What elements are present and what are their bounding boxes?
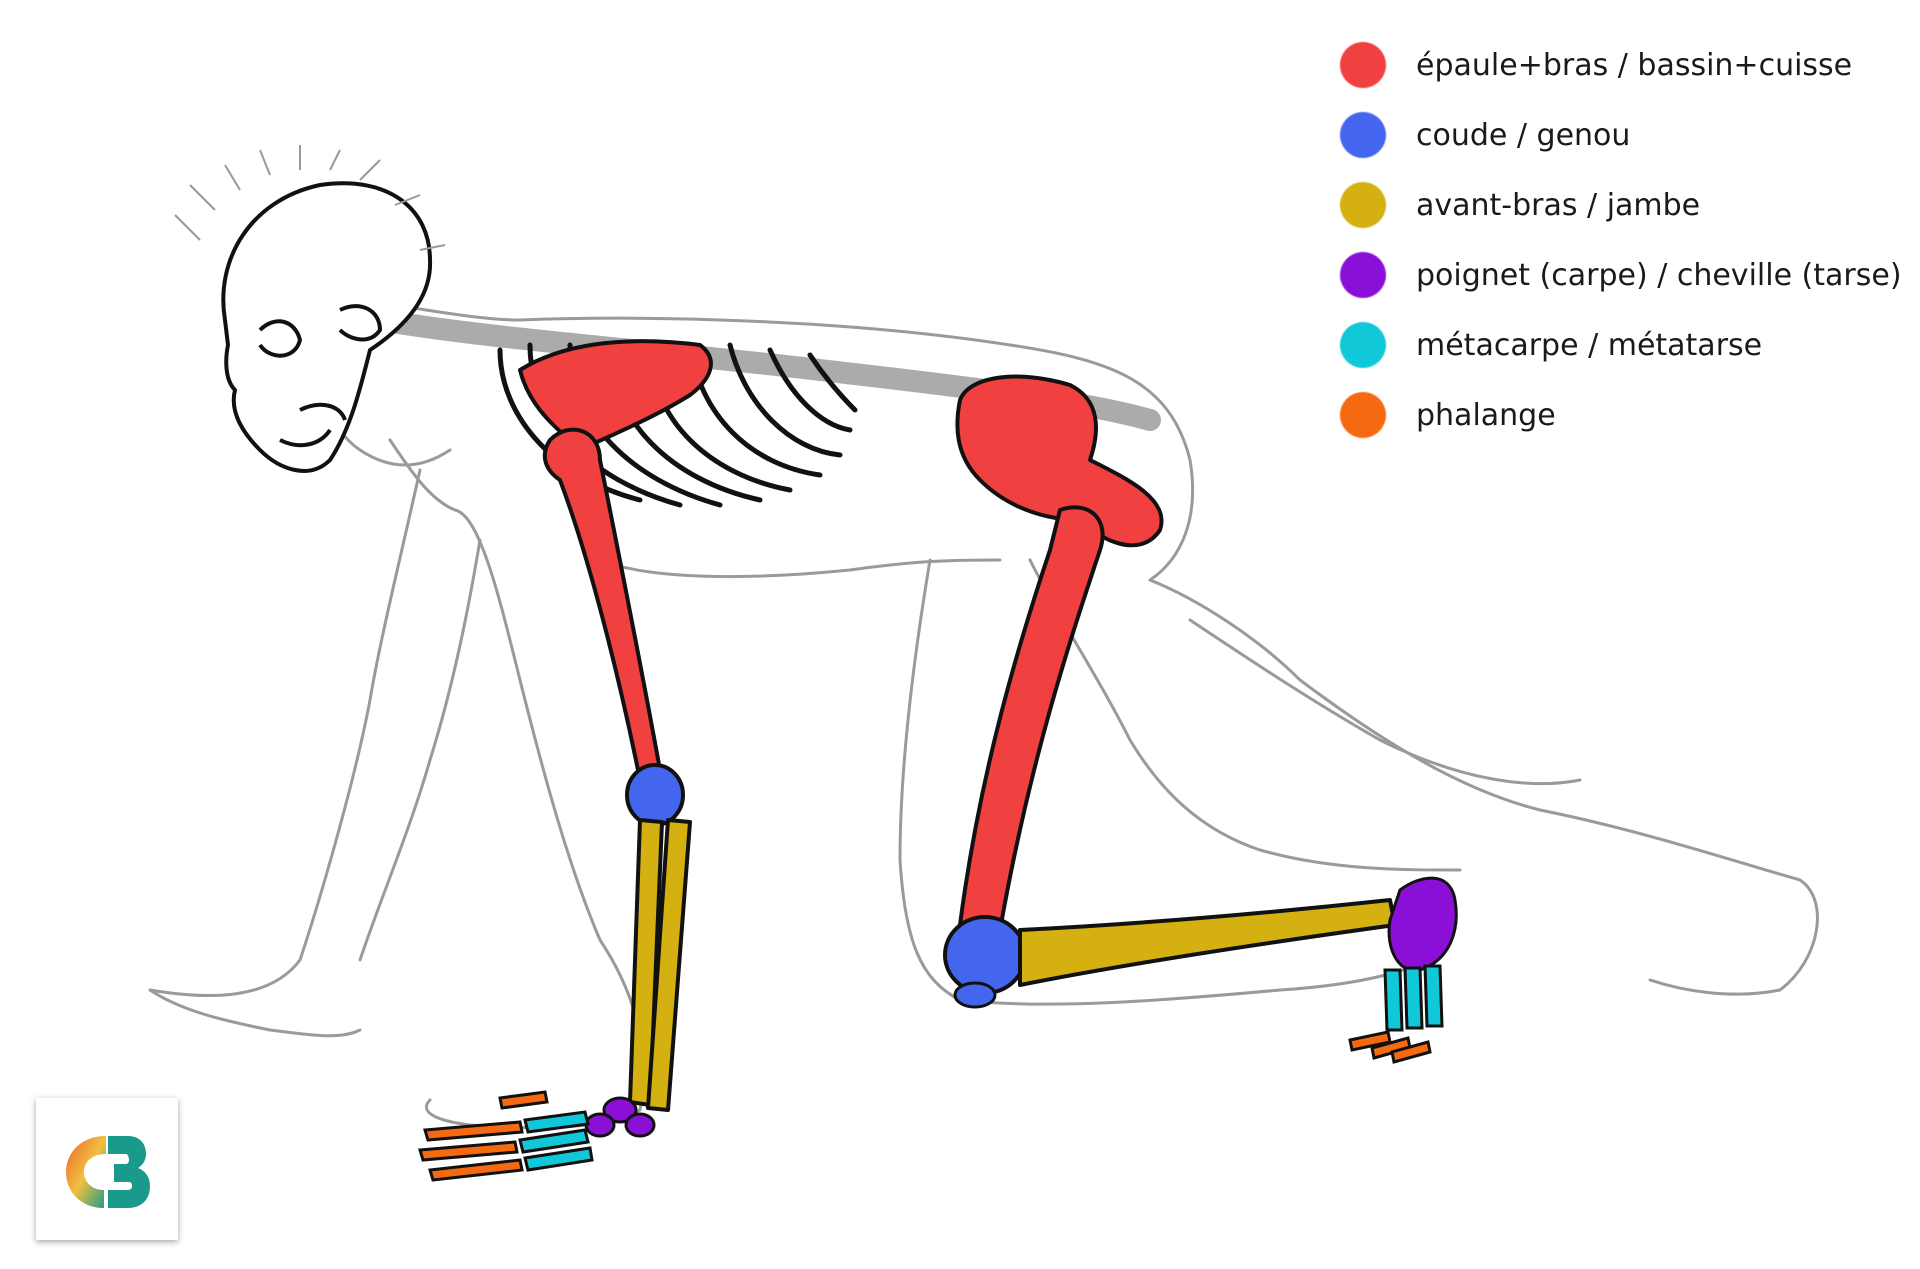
shin-bones	[1018, 898, 1397, 987]
yellow-dot-icon	[1340, 182, 1386, 228]
metacarpals	[518, 1110, 594, 1172]
forearm-bones	[628, 818, 692, 1112]
purple-dot-icon	[1340, 252, 1386, 298]
legend-item: phalange	[1340, 380, 1900, 450]
kneecap	[953, 981, 997, 1009]
ankle-tarsals	[1387, 876, 1458, 973]
skull	[221, 181, 433, 473]
legend-item: métacarpe / métatarse	[1340, 310, 1900, 380]
legend: épaule+bras / bassin+cuisse coude / geno…	[1340, 30, 1902, 450]
legend-label: coude / genou	[1416, 117, 1631, 153]
elbow-joint	[625, 763, 685, 827]
knee-joint	[943, 915, 1027, 995]
orange-dot-icon	[1340, 392, 1386, 438]
legend-label: avant-bras / jambe	[1416, 187, 1701, 223]
arm-upper-bones	[518, 339, 713, 787]
leg-upper-bones	[955, 374, 1164, 945]
legend-item: coude / genou	[1340, 100, 1900, 170]
legend-label: phalange	[1416, 397, 1556, 433]
legend-label: épaule+bras / bassin+cuisse	[1416, 47, 1853, 83]
red-dot-icon	[1340, 42, 1386, 88]
hair-strands	[174, 145, 446, 251]
metatarsals	[1383, 964, 1444, 1032]
hand-phalanges	[418, 1090, 549, 1182]
logo	[36, 1098, 178, 1240]
blue-dot-icon	[1340, 112, 1386, 158]
legend-label: métacarpe / métatarse	[1416, 327, 1763, 363]
wrist-carpals	[584, 1096, 656, 1138]
legend-item: poignet (carpe) / cheville (tarse)	[1340, 240, 1902, 310]
cyan-dot-icon	[1340, 322, 1386, 368]
legend-item: épaule+bras / bassin+cuisse	[1340, 30, 1900, 100]
legend-item: avant-bras / jambe	[1340, 170, 1900, 240]
legend-label: poignet (carpe) / cheville (tarse)	[1416, 257, 1902, 293]
foot-phalanges	[1348, 1030, 1432, 1064]
cb-logo-icon	[66, 1136, 150, 1208]
